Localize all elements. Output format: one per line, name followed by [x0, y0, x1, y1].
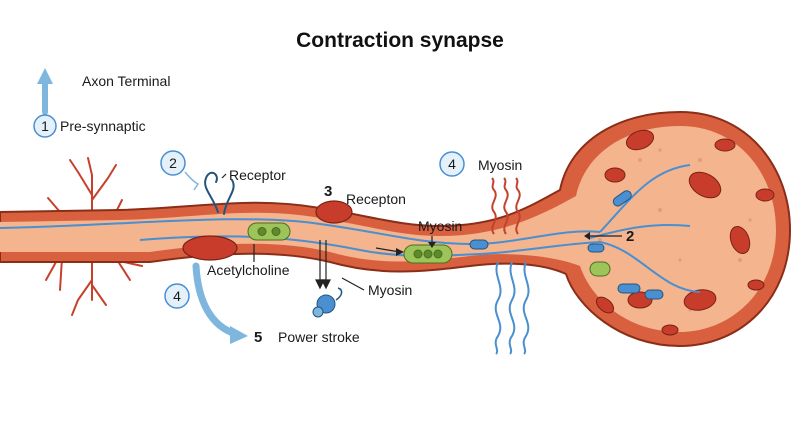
svg-text:4: 4: [448, 156, 456, 172]
acetylcholine-body: [182, 235, 238, 261]
myosin-bottom-leader: [341, 277, 365, 291]
step-4-bottom-badge: 4: [164, 283, 190, 309]
blue-helix-icon: [494, 261, 530, 355]
receptor-label: Receptor: [229, 167, 286, 183]
diagram-title: Contraction synapse: [296, 29, 504, 52]
muscle-fiber-inner: [0, 126, 776, 332]
receptor-icon: [204, 171, 235, 215]
red-bodies: [595, 129, 775, 336]
myosin-bottom-label: Myosin: [368, 282, 412, 298]
up-arrow-icon: [37, 68, 53, 115]
pre-synnaptic-label: Pre-synnaptic: [60, 118, 146, 134]
myosin-head-icon: [312, 287, 343, 318]
recepton-body: [315, 200, 353, 224]
step-2-right-marker: 2: [626, 228, 634, 245]
step-3-marker: 3: [324, 183, 332, 200]
blue-organelles: [469, 190, 664, 300]
recepton-label: Recepton: [346, 191, 406, 207]
myosin-middle-label: Myosin: [418, 218, 462, 234]
svg-text:4: 4: [173, 288, 181, 304]
step-2-badge: 2: [160, 150, 186, 176]
step-1-badge: 1: [33, 114, 57, 138]
step-4-top-badge: 4: [439, 151, 465, 177]
curved-arrow-icon: [192, 262, 248, 344]
svg-text:2: 2: [169, 155, 177, 171]
red-helix-icon: [491, 177, 521, 235]
svg-text:1: 1: [41, 118, 49, 134]
axon-terminal-label: Axon Terminal: [82, 73, 170, 89]
power-stroke-arrows: [315, 240, 331, 290]
step-2-connector: [184, 171, 200, 191]
power-stroke-label: Power stroke: [278, 329, 360, 345]
myosin-top-label: Myosin: [478, 157, 522, 173]
step-5-marker: 5: [254, 329, 262, 346]
acetylcholine-label: Acetylcholine: [207, 262, 290, 278]
green-vesicles: [247, 222, 611, 277]
receptor-leader: [221, 173, 227, 179]
